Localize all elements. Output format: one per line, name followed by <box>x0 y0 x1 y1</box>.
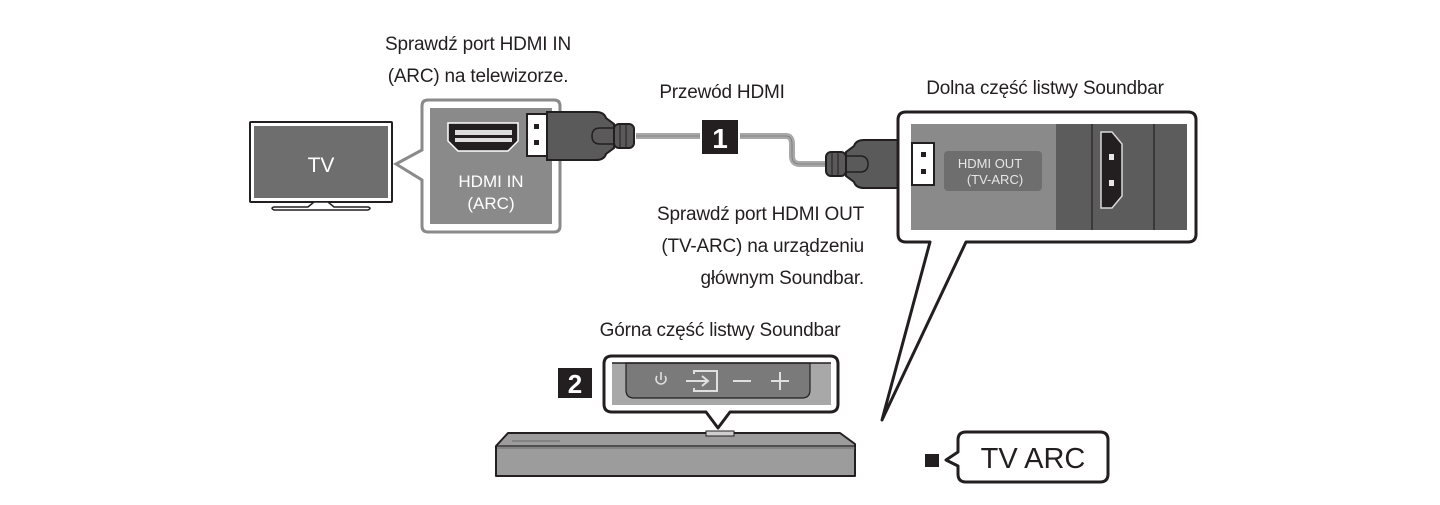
soundbar-top-controls <box>705 430 735 437</box>
step-2-number: 2 <box>568 369 582 399</box>
tv-stand <box>271 201 371 211</box>
power-button[interactable] <box>655 372 667 385</box>
soundbar-check-label-line2: (TV-ARC) na urządzeniu <box>661 236 864 257</box>
step-2-badge: 2 <box>558 368 592 399</box>
tv-label: TV <box>308 154 335 177</box>
step-1-number: 1 <box>712 123 728 154</box>
soundbar-illustration <box>495 430 939 477</box>
volume-up-icon <box>771 372 789 390</box>
soundbar-bottom-label: Dolna część listwy Soundbar <box>926 78 1164 99</box>
hdmi-out-label-box <box>944 151 1042 191</box>
hdmi-plug-left-icon <box>526 111 635 161</box>
soundbar-bottom-callout: HDMI OUT (TV-ARC) <box>880 110 1198 422</box>
hdmi-out-socket-icon <box>1100 131 1123 209</box>
source-button[interactable] <box>686 370 718 392</box>
source-input-icon <box>686 370 718 392</box>
volume-up-button[interactable] <box>771 372 789 390</box>
tv-arc-callout-frame <box>944 430 1110 484</box>
soundbar-top-label: Górna część listwy Soundbar <box>599 320 841 341</box>
soundbar-port-label-line1: HDMI OUT <box>958 156 1022 171</box>
soundbar-body <box>495 432 856 477</box>
tv-screen <box>254 126 388 198</box>
step-1-badge: 1 <box>702 120 738 154</box>
tv-illustration: TV <box>249 121 393 211</box>
soundbar-check-label-line3: głównym Soundbar. <box>700 268 865 289</box>
power-icon <box>655 375 667 385</box>
soundbar-port-label-line2: (TV-ARC) <box>967 172 1023 187</box>
hdmi-cable: 1 <box>526 111 935 189</box>
cable-wire <box>636 133 832 167</box>
hdmi-in-socket-icon <box>447 122 519 152</box>
tv-port-label-line1: HDMI IN <box>458 172 523 191</box>
tv-check-label-line2: (ARC) na telewizorze. <box>387 66 569 87</box>
cable-label: Przewód HDMI <box>659 82 785 103</box>
tv-arc-label: TV ARC <box>981 443 1086 475</box>
tv-port-label-line2: (ARC) <box>467 194 514 213</box>
tv-arc-indicator-light <box>925 454 939 467</box>
soundbar-top-callout <box>602 354 840 430</box>
tv-check-label-line1: Sprawdź port HDMI IN <box>384 34 572 55</box>
tv-arc-callout: TV ARC <box>944 430 1110 484</box>
soundbar-check-label-line1: Sprawdź port HDMI OUT <box>657 204 864 225</box>
tv-port-callout: HDMI IN (ARC) <box>392 98 562 234</box>
